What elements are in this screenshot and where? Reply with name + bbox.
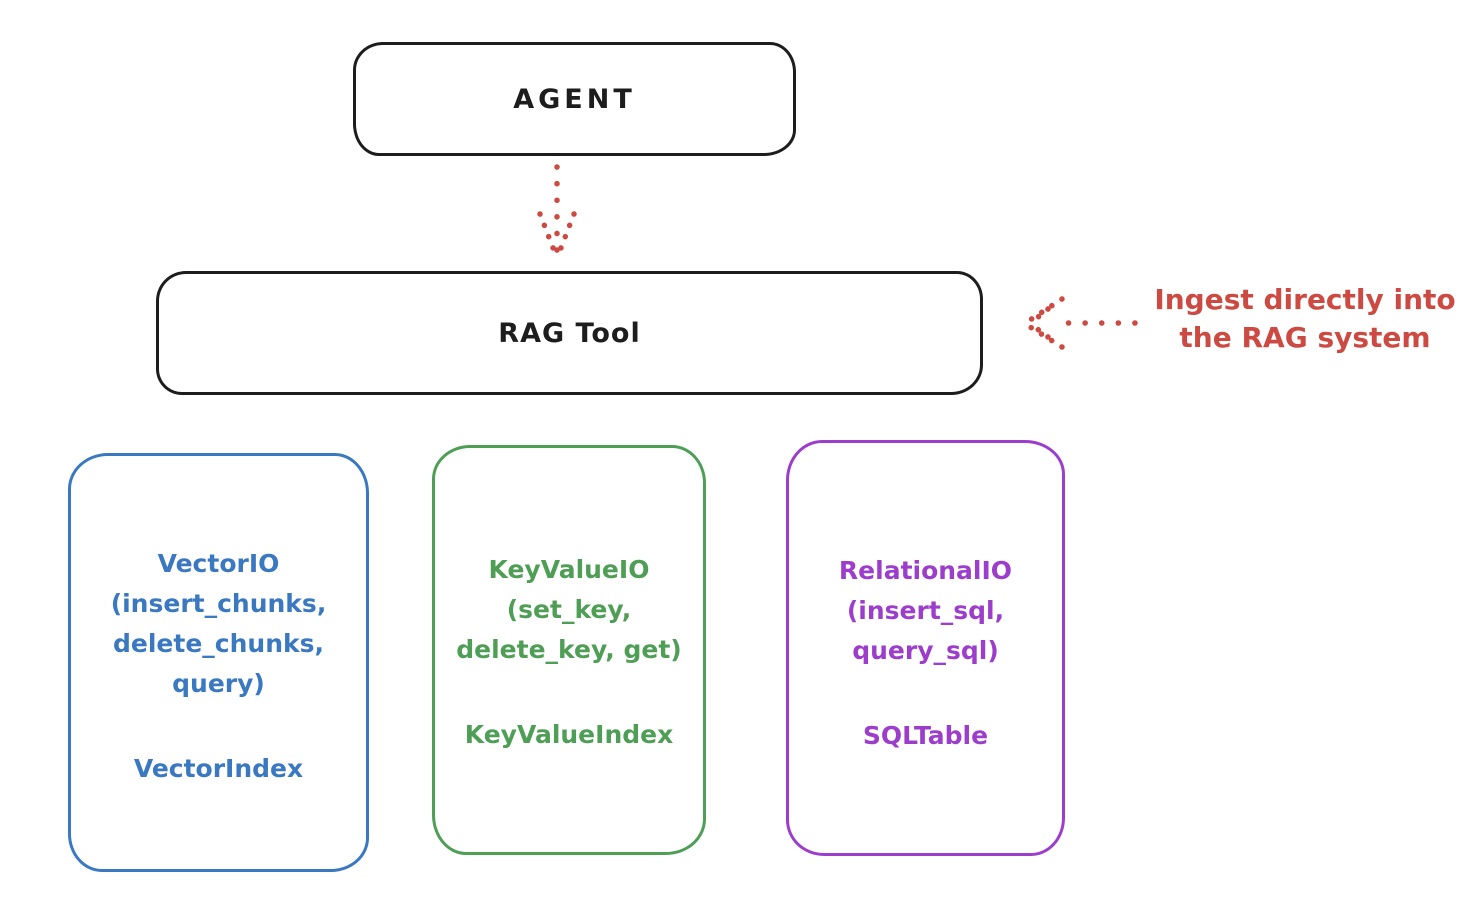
vector-io-line: delete_chunks, <box>113 629 324 658</box>
rag-tool-node-label: RAG Tool <box>498 317 641 349</box>
keyvalue-index-label: KeyValueIndex <box>464 720 674 749</box>
relational-io-node: RelationalIO (insert_sql, query_sql) SQL… <box>786 440 1065 856</box>
keyvalue-io-node: KeyValueIO (set_key, delete_key, get) Ke… <box>432 445 706 855</box>
keyvalue-io-line: KeyValueIO <box>488 555 650 584</box>
keyvalue-io-line: delete_key, get) <box>456 635 682 664</box>
ingest-annotation-line2: the RAG system <box>1179 321 1431 354</box>
sql-table-label: SQLTable <box>862 721 989 750</box>
ingest-annotation: Ingest directly into the RAG system <box>1130 281 1480 357</box>
relational-io-line: query_sql) <box>852 636 999 665</box>
annotation-to-ragtool-arrow <box>1024 296 1138 350</box>
agent-node-label: AGENT <box>513 83 636 115</box>
vector-io-line: query) <box>172 669 265 698</box>
vector-index-label: VectorIndex <box>133 754 304 783</box>
vector-io-line: (insert_chunks, <box>110 589 327 618</box>
relational-io-line: (insert_sql, <box>846 596 1005 625</box>
agent-to-ragtool-arrow <box>537 164 577 258</box>
vector-io-node: VectorIO (insert_chunks, delete_chunks, … <box>68 453 369 872</box>
ingest-annotation-line1: Ingest directly into <box>1154 283 1456 316</box>
rag-tool-node: RAG Tool <box>156 271 983 395</box>
vector-io-line: VectorIO <box>157 549 280 578</box>
agent-node: AGENT <box>353 42 796 156</box>
keyvalue-io-line: (set_key, <box>506 595 632 624</box>
relational-io-line: RelationalIO <box>838 556 1013 585</box>
